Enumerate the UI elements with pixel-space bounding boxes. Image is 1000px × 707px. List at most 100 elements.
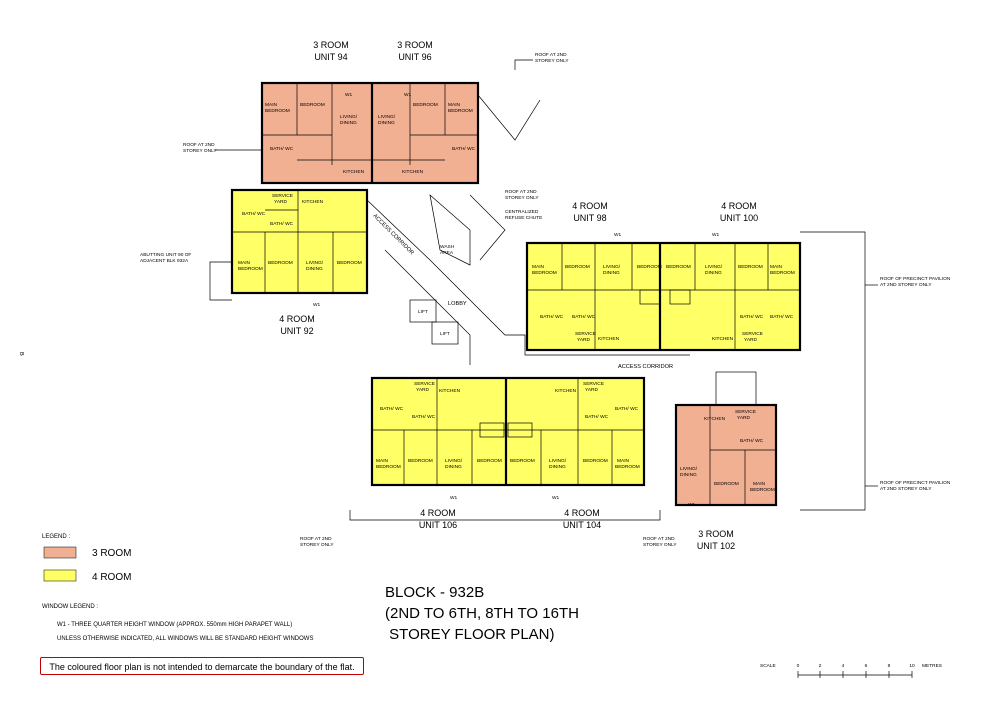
window-tag: W1 (712, 232, 720, 238)
room-label: BEDROOM (565, 264, 590, 270)
leader-line (514, 59, 533, 70)
window-tag: W1 (688, 502, 696, 508)
room-label: KITCHEN (712, 336, 734, 342)
unit-104-number: UNIT 104 (563, 520, 601, 530)
unit-94-96-outline (260, 81, 480, 185)
wash-area-outline (429, 194, 471, 266)
scale-tick-label: 8 (888, 663, 891, 669)
adjacent-outline (209, 261, 232, 301)
household-shelter (669, 289, 691, 305)
room-label: LIVING/DINING (445, 458, 463, 470)
scale-bar: SCALE 0 2 4 6 8 10 METRES (760, 663, 942, 678)
household-shelter (639, 289, 661, 305)
unit-102-fill (676, 405, 776, 505)
pavilion-roof-outline (800, 231, 866, 511)
scale-tick-label: 2 (819, 663, 822, 669)
room-label: BATH/ WC (740, 314, 764, 320)
room-label: LIVING/DINING (340, 114, 358, 126)
unit-104-fill (506, 378, 644, 485)
window-tag: W1 (450, 495, 458, 501)
room-label: KITCHEN (302, 199, 324, 205)
unit-106-type: 4 ROOM (420, 508, 456, 518)
refuse-outline (469, 194, 506, 261)
room-label: LIVING/DINING (549, 458, 567, 470)
unit-100-type: 4 ROOM (721, 201, 757, 211)
room-label: LIVING/DINING (603, 264, 621, 276)
scale-tick-label: 6 (865, 663, 868, 669)
room-label: BEDROOM (637, 264, 662, 270)
unit-100-fill (660, 243, 800, 350)
room-label: LIVING/DINING (705, 264, 723, 276)
lift-shaft (431, 321, 459, 345)
unit-98-100-outline (525, 241, 802, 352)
unit-96-type: 3 ROOM (397, 40, 433, 50)
window-tag: W1 (614, 232, 622, 238)
scale-label: SCALE (760, 663, 776, 669)
unit-92-number: UNIT 92 (280, 326, 313, 336)
unit-104-type: 4 ROOM (564, 508, 600, 518)
room-label: BATH/ WC (540, 314, 564, 320)
room-label: LIVING/DINING (680, 466, 698, 478)
unit-102-number: UNIT 102 (697, 541, 735, 551)
room-label: BEDROOM (583, 458, 608, 464)
scale-unit: METRES (922, 663, 942, 669)
room-label: BATH/ WC (572, 314, 596, 320)
room-label: BEDROOM (268, 260, 293, 266)
lobby-label: LOBBY (448, 301, 467, 307)
unit-106-fill (372, 378, 506, 485)
window-legend-line-2: UNLESS OTHERWISE INDICATED, ALL WINDOWS … (57, 636, 313, 642)
room-label: BEDROOM (738, 264, 763, 270)
room-label: BEDROOM (666, 264, 691, 270)
title-block: BLOCK - 932B (2ND TO 6TH, 8TH TO 16TH ST… (385, 584, 579, 643)
legend-swatch-4-room (43, 569, 77, 582)
room-label: BEDROOM (510, 458, 535, 464)
room-label: BATH/ WC (270, 146, 294, 152)
room-label: BATH/ WC (740, 438, 764, 444)
unit-96-fill (372, 83, 478, 183)
title-line-3: STOREY FLOOR PLAN) (385, 626, 555, 643)
room-label: BEDROOM (408, 458, 433, 464)
room-label: BEDROOM (714, 481, 739, 487)
stair (715, 371, 757, 406)
room-label: BEDROOM (337, 260, 362, 266)
unit-98-number: UNIT 98 (573, 213, 606, 223)
window-tag: W1 (404, 92, 412, 98)
unit-102-type: 3 ROOM (698, 529, 734, 539)
lift-label: LIFT (418, 309, 428, 315)
window-legend-line-1: W1 - THREE QUARTER HEIGHT WINDOW (APPROX… (57, 622, 292, 628)
lift-shaft (409, 299, 437, 323)
unit-106-number: UNIT 106 (419, 520, 457, 530)
room-label: BATH/ WC (770, 314, 794, 320)
scale-tick-label: 4 (842, 663, 845, 669)
room-label: KITCHEN (439, 388, 461, 394)
roof-outline (349, 510, 661, 521)
room-label: LIVING/DINING (306, 260, 324, 272)
access-corridor-label-2: ACCESS CORRIDOR (618, 364, 673, 370)
legend-swatch-3-room (43, 546, 77, 559)
title-line-2: (2ND TO 6TH, 8TH TO 16TH (385, 605, 579, 622)
room-label: BATH/ WC (242, 211, 266, 217)
room-label: BATH/ WC (452, 146, 476, 152)
scale-tick-label: 0 (797, 663, 800, 669)
window-tag: W1 (345, 92, 353, 98)
corridor-edge (384, 249, 471, 365)
roof-outline (477, 94, 541, 141)
